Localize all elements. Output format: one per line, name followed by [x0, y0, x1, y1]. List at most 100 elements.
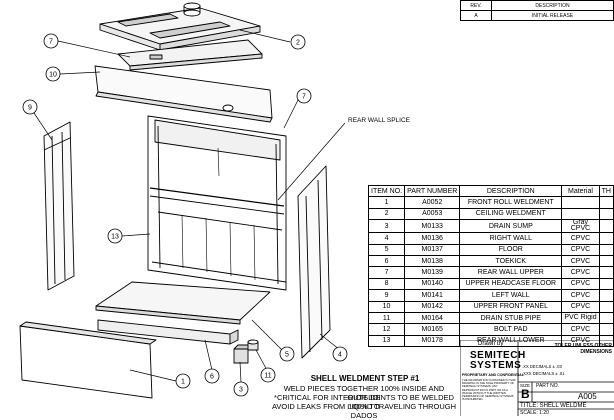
- bom-description: DRAIN SUMP: [459, 219, 563, 234]
- bom-part-number: M0140: [404, 277, 461, 291]
- note-line-2: *CRITICAL FOR INTERIOR JOINTS TO BE WELD…: [274, 393, 454, 411]
- size-label: SIZE: [520, 383, 531, 388]
- upper-front-panel-part: [94, 65, 273, 123]
- balloon-1: 1: [175, 373, 191, 389]
- bom-th: [598, 334, 614, 348]
- balloon-10: 10: [45, 66, 61, 82]
- bom-material: CPVC: [561, 323, 600, 336]
- bom-material: [561, 196, 600, 209]
- svg-text:7: 7: [49, 39, 53, 46]
- bom-th: [598, 311, 614, 325]
- scale-label: SCALE: 1:20: [520, 410, 549, 416]
- bom-th: [598, 196, 614, 209]
- bom-description: BOLT PAD: [459, 323, 563, 336]
- upper-headcase-floor-part: [117, 39, 263, 71]
- bom-description: FRONT ROLL WELDMENT: [459, 196, 563, 209]
- bom-item-no: 10: [367, 300, 406, 313]
- bom-description: RIGHT WALL: [459, 232, 563, 245]
- rear-wall-part: [147, 115, 287, 291]
- drain-stub-pipe-part: [247, 339, 259, 351]
- title-block: Drawn by SEMITECH SYSTEMS PROPRIETARY AN…: [460, 340, 614, 416]
- balloon-8: 7: [43, 33, 59, 49]
- svg-text:5: 5: [285, 352, 289, 359]
- bom-part-number: M0139: [404, 266, 461, 279]
- bom-th: [598, 207, 614, 221]
- bom-part-number: M0164: [404, 311, 461, 325]
- bom-material: CPVC: [561, 254, 600, 268]
- svg-text:1: 1: [181, 379, 185, 386]
- part-no-label: PART NO.: [536, 383, 560, 389]
- svg-text:2: 2: [296, 40, 300, 47]
- bom-th: [598, 289, 614, 302]
- note-line-3: AVOID LEAKS FROM LIQUID TRAVELING THROUG…: [271, 402, 457, 420]
- bom-material: [561, 207, 600, 221]
- bom-material: CPVC: [561, 266, 600, 279]
- balloon-7: 7: [296, 88, 312, 104]
- bom-th: [598, 232, 614, 245]
- bom-th: [598, 300, 614, 313]
- balloon-6: 6: [204, 368, 220, 384]
- floor-part: [95, 281, 271, 325]
- balloon-5: 5: [279, 346, 295, 362]
- balloon-3: 3: [233, 381, 249, 397]
- bom-header-material: Material: [561, 184, 600, 198]
- revision-block: REV. DESCRIPTION A INITIAL RELEASE: [460, 0, 614, 21]
- bom-material: PVC Rigid: [561, 311, 600, 325]
- rear-wall-splice-callout: REAR WALL SPLICE: [348, 117, 411, 124]
- bom-part-number: A0053: [404, 207, 461, 221]
- bom-description: DRAIN STUB PIPE: [459, 311, 563, 325]
- right-wall-part: [297, 165, 331, 359]
- bom-item-no: 5: [367, 243, 406, 256]
- bom-header-th: TH: [598, 184, 614, 198]
- note-line-1: WELD PIECES TOGETHER 100% INSIDE AND OUT…: [283, 384, 445, 402]
- bom-part-number: M0178: [404, 334, 461, 348]
- bom-item-no: 6: [367, 254, 406, 268]
- svg-text:6: 6: [210, 374, 214, 381]
- bom-th: [598, 277, 614, 291]
- proprietary-body: THE INFORMATION CONTAINED IN THIS DRAWIN…: [462, 378, 516, 402]
- balloon-13: 13: [107, 228, 123, 244]
- bom-part-number: M0141: [404, 289, 461, 302]
- bom-material: Gray CPVC: [561, 219, 600, 234]
- notes-heading: SHELL WELDMENT STEP #1: [310, 374, 420, 383]
- bom-material: CPVC: [561, 232, 600, 245]
- bom-description: FLOOR: [459, 243, 563, 256]
- bom-header-item: ITEM NO.: [367, 184, 406, 198]
- balloon-11: 11: [260, 367, 276, 383]
- bom-th: [598, 243, 614, 256]
- bom-item-no: 3: [367, 219, 406, 234]
- bom-item-no: 7: [367, 266, 406, 279]
- bom-description: CEILING WELDMENT: [459, 207, 563, 221]
- tolerance-xxx: .XXX DECIMALS ± .01: [522, 371, 565, 376]
- bom-material: CPVC: [561, 243, 600, 256]
- svg-text:10: 10: [49, 72, 57, 79]
- bom-item-no: 8: [367, 277, 406, 291]
- leader-lines: [33, 29, 346, 383]
- bom-description: TOEKICK: [459, 254, 563, 268]
- bom-item-no: 13: [367, 334, 406, 348]
- bom-th: [598, 254, 614, 268]
- bom-item-no: 1: [367, 196, 406, 209]
- bom-description: LEFT WALL: [459, 289, 563, 302]
- bom-description: UPPER HEADCASE FLOOR: [459, 277, 563, 291]
- tolerance-xx: .XX DECIMALS ± .03: [522, 364, 562, 369]
- balloon-2: 2: [290, 34, 306, 50]
- bom-header-part-number: PART NUMBER: [404, 184, 461, 198]
- ceiling-weldment-part: [99, 2, 261, 51]
- bom-part-number: A0052: [404, 196, 461, 209]
- bom-item-no: 12: [367, 323, 406, 336]
- bom-item-no: 11: [367, 311, 406, 325]
- company-logo-line2: SYSTEMS: [470, 360, 522, 371]
- title-label: TITLE: SHELL WELDME: [520, 403, 587, 409]
- bom-item-no: 2: [367, 207, 406, 221]
